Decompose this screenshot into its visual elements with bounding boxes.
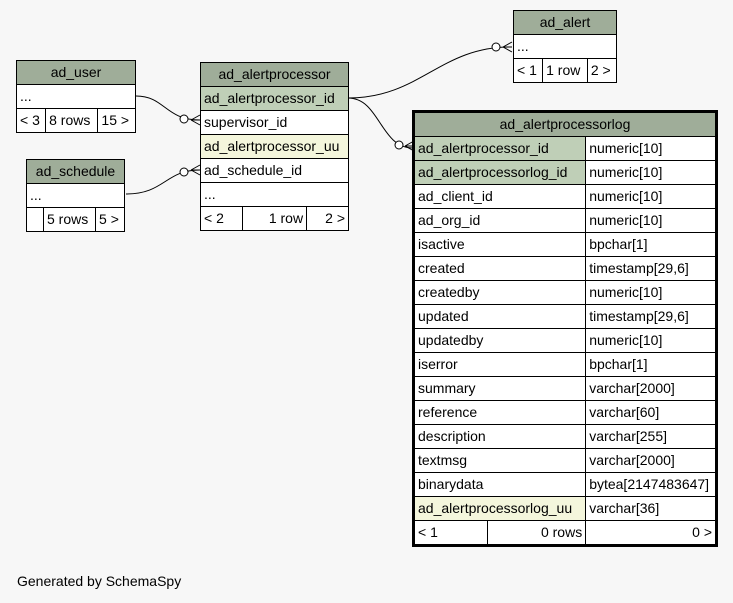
table-ad_schedule[interactable]: ad_schedule ... 5 rows 5 > (26, 159, 125, 232)
edge-log-alertprocessor (347, 97, 414, 149)
column-name: ad_org_id (413, 208, 587, 233)
children-count: 0 > (585, 520, 716, 545)
column-name: ad_alertprocessorlog_id (413, 160, 587, 185)
column-name: updatedby (413, 328, 587, 353)
column-type: numeric[10] (585, 160, 716, 185)
column-name: ad_alertprocessorlog_uu (413, 496, 587, 521)
column-type: numeric[10] (585, 184, 716, 209)
column-type: varchar[255] (585, 424, 716, 449)
table-title[interactable]: ad_alertprocessor (200, 62, 349, 87)
column-type: timestamp[29,6] (585, 304, 716, 329)
table-ad_alert[interactable]: ad_alert ... < 1 1 row 2 > (512, 10, 618, 83)
column-name: ad_client_id (413, 184, 587, 209)
parents-count (26, 207, 44, 232)
children-count: 2 > (306, 206, 349, 231)
column-type: numeric[10] (585, 280, 716, 305)
parents-count: < 2 (200, 206, 243, 231)
column-ellipsis: ... (26, 183, 125, 208)
children-count: 2 > (586, 58, 618, 83)
column-ellipsis: ... (513, 34, 617, 59)
table-title[interactable]: ad_schedule (26, 159, 125, 184)
column-type: timestamp[29,6] (585, 256, 716, 281)
column-type: numeric[10] (585, 136, 716, 161)
column-name: textmsg (413, 448, 587, 473)
row-count: 1 row (542, 58, 588, 83)
edge-alertprocessor-user (135, 95, 201, 121)
column-type: varchar[2000] (585, 448, 716, 473)
table-title[interactable]: ad_alert (513, 10, 617, 35)
column-name: summary (413, 376, 587, 401)
column-row: ad_schedule_id (200, 158, 349, 183)
children-count: 15 > (97, 108, 136, 133)
row-count: 8 rows (45, 108, 99, 133)
column-name: binarydata (413, 472, 587, 497)
row-count: 1 row (241, 206, 308, 231)
column-row: supervisor_id (200, 110, 349, 135)
column-type: bytea[2147483647] (585, 472, 716, 497)
column-name: isactive (413, 232, 587, 257)
table-ad_alertprocessorlog[interactable]: ad_alertprocessorlog ad_alertprocessor_i… (412, 110, 718, 547)
column-type: varchar[2000] (585, 376, 716, 401)
edge-alertprocessor-alert (347, 46, 511, 99)
generated-by-label: Generated by SchemaSpy (17, 573, 182, 589)
table-title[interactable]: ad_user (16, 60, 136, 85)
column-type: varchar[60] (585, 400, 716, 425)
table-title[interactable]: ad_alertprocessorlog (414, 112, 716, 137)
column-name: iserror (413, 352, 587, 377)
column-type: numeric[10] (585, 208, 716, 233)
column-type: bpchar[1] (585, 352, 716, 377)
row-count: 0 rows (486, 520, 587, 545)
column-row: ad_alertprocessor_id (200, 86, 349, 111)
column-type: bpchar[1] (585, 232, 716, 257)
column-type: numeric[10] (585, 328, 716, 353)
parents-count: < 3 (15, 108, 47, 133)
column-type: varchar[36] (585, 496, 716, 521)
column-ellipsis: ... (16, 84, 136, 109)
column-name: created (413, 256, 587, 281)
edge-alertprocessor-schedule (125, 169, 201, 195)
parents-count: < 1 (512, 58, 544, 83)
column-ellipsis: ... (200, 182, 349, 207)
column-name: description (413, 424, 587, 449)
row-count: 5 rows (42, 207, 97, 232)
children-count: 5 > (95, 207, 125, 232)
column-name: ad_alertprocessor_id (413, 136, 587, 161)
column-name: createdby (413, 280, 587, 305)
parents-count: < 1 (414, 520, 488, 545)
table-ad_alertprocessor[interactable]: ad_alertprocessor ad_alertprocessor_id s… (200, 62, 349, 231)
column-name: reference (413, 400, 587, 425)
column-row: ad_alertprocessor_uu (200, 134, 349, 159)
table-ad_user[interactable]: ad_user ... < 3 8 rows 15 > (15, 60, 136, 133)
column-name: updated (413, 304, 587, 329)
